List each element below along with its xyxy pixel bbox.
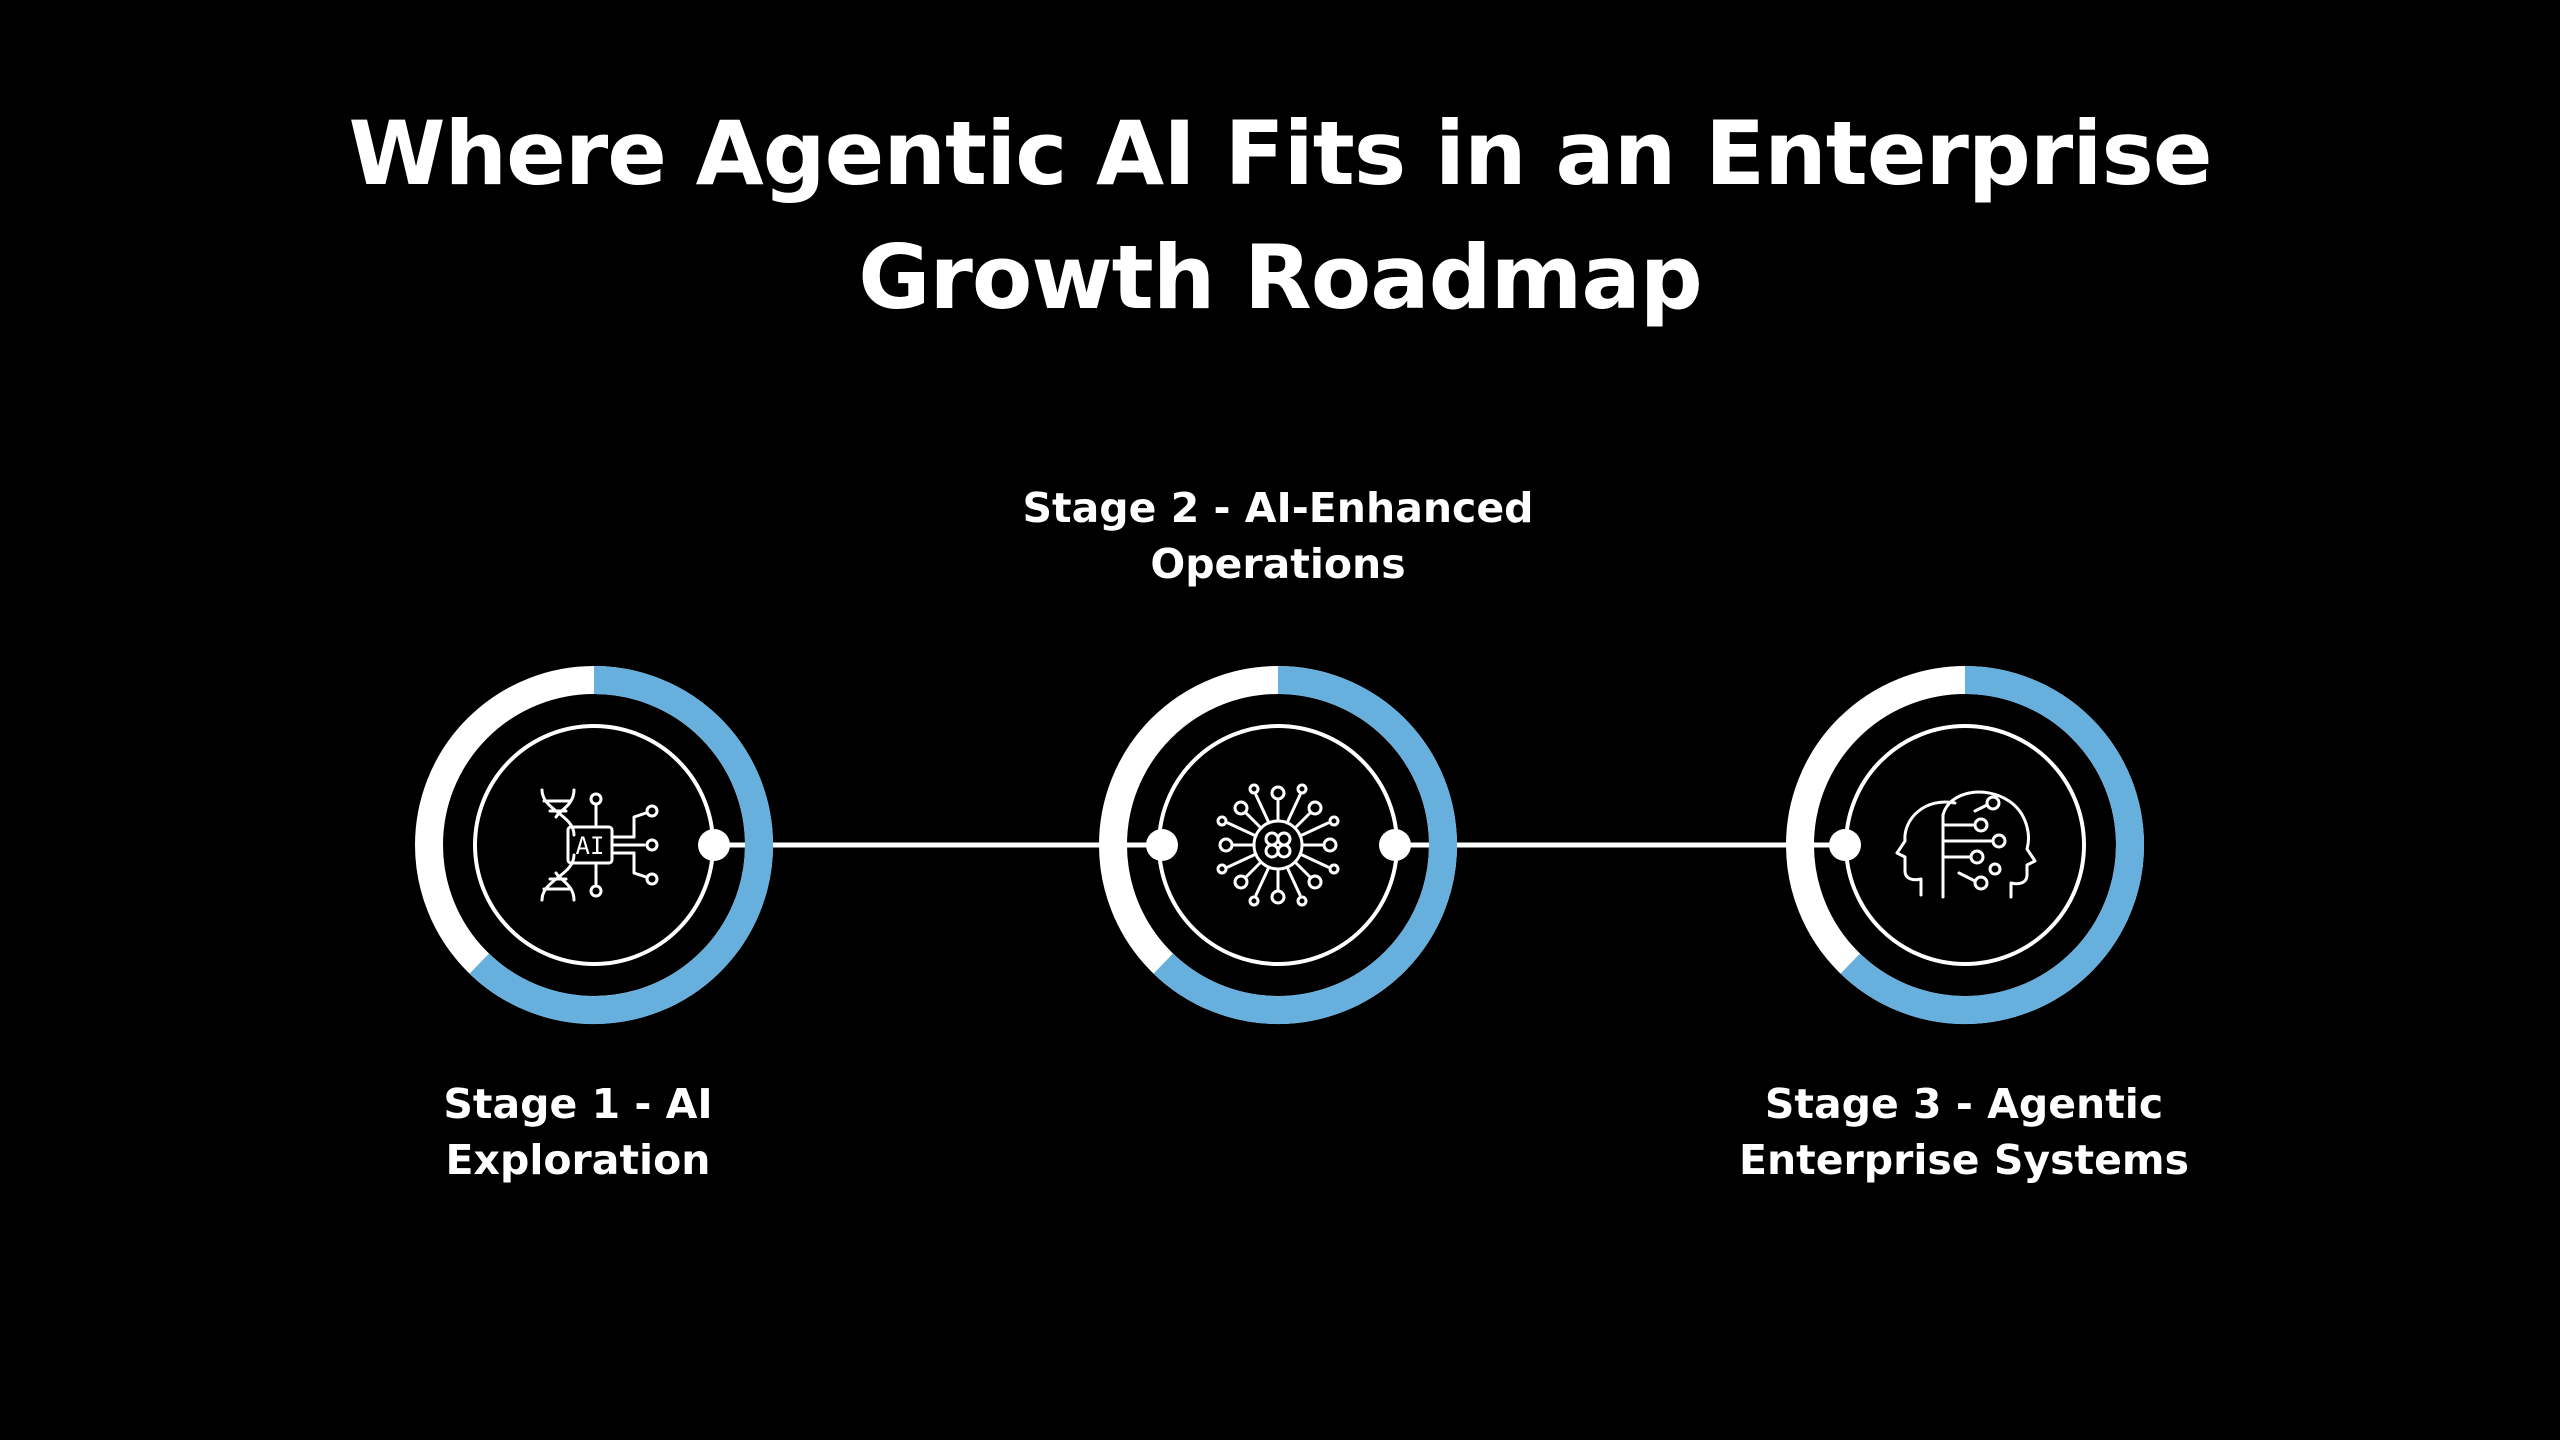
stage-1-ring-progress [469,666,773,1024]
stage-2-right-connector-dot [1379,829,1411,861]
stage-3-node [1786,666,2144,1024]
stage-2-label-line-2: Operations [1150,540,1406,588]
dna-ai-chip-icon: AI [540,788,659,902]
stage-1-label-line-1: Stage 1 - AI [443,1080,713,1128]
chip-label: AI [576,832,605,860]
stage-3-inner-circle [1844,724,2086,966]
stage-1-node: AI [415,666,773,1024]
title-line-1: Where Agentic AI Fits in an Enterprise [348,102,2212,205]
ai-head-profile-icon [1895,790,2037,899]
stage-2-ring-progress [1153,666,1457,1024]
stage-3-label: Stage 3 - Agentic Enterprise Systems [1684,1076,2244,1188]
stage-2-label: Stage 2 - AI-Enhanced Operations [998,480,1558,592]
stage-3-ring-progress [1840,666,2144,1024]
title-line-2: Growth Roadmap [858,226,1702,329]
stage-3-connector-dot [1829,829,1861,861]
stage-2-node [1099,666,1457,1024]
neural-network-icon [1216,783,1340,907]
stage-2-inner-circle [1157,724,1399,966]
stage-1-label-line-2: Exploration [445,1136,711,1184]
stage-1-label: Stage 1 - AI Exploration [298,1076,858,1188]
stage-1-inner-circle [473,724,715,966]
stage-2-left-connector-dot [1146,829,1178,861]
stage-1-connector-dot [698,829,730,861]
stage-2-label-line-1: Stage 2 - AI-Enhanced [1022,484,1534,532]
stage-3-label-line-2: Enterprise Systems [1738,1136,2190,1184]
page-title: Where Agentic AI Fits in an Enterprise G… [280,92,2280,340]
stage-3-label-line-1: Stage 3 - Agentic [1764,1080,2164,1128]
